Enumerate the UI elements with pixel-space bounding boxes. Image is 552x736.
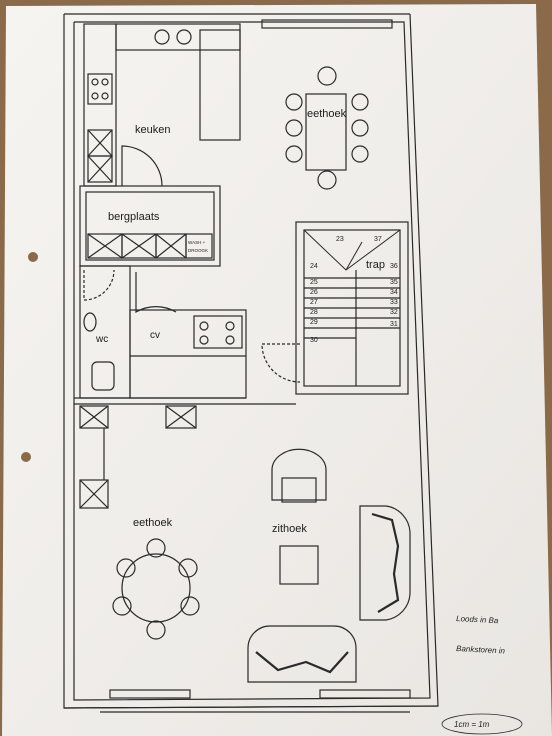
- scale-note: 1cm = 1m: [454, 720, 490, 729]
- window-top: [261, 19, 393, 29]
- room-label-keuken: keuken: [135, 124, 170, 136]
- chair: [285, 93, 303, 111]
- door-swing: [121, 145, 163, 187]
- kitchen-tall-unit: [199, 29, 241, 141]
- sofa-right: [359, 505, 411, 621]
- chair: [146, 538, 166, 558]
- stair-number: 29: [310, 319, 318, 326]
- room-label-trap: trap: [366, 259, 385, 271]
- door-swing: [83, 269, 115, 301]
- chair: [351, 145, 369, 163]
- window-bottom: [319, 689, 411, 699]
- stair-number: 32: [390, 309, 398, 316]
- stair-enclosure: [295, 221, 409, 395]
- chair: [178, 558, 198, 578]
- stair-number: 36: [390, 263, 398, 270]
- room-label-cv: cv: [150, 330, 160, 341]
- stair-number: 23: [336, 236, 344, 243]
- scale-note-circle: [441, 713, 523, 735]
- stair-number: 25: [310, 279, 318, 286]
- storage-room-inner: [85, 191, 215, 261]
- dining-table-top: [305, 93, 347, 171]
- chair: [351, 93, 369, 111]
- washbasin: [83, 312, 97, 332]
- paper-sheet: [2, 4, 552, 736]
- cabinet: [87, 155, 113, 183]
- punch-hole: [21, 452, 31, 462]
- stair-number: 30: [310, 337, 318, 344]
- room-label-zithoek: zithoek: [272, 523, 307, 535]
- sink-icon: [176, 29, 192, 45]
- margin-note: Loods in Ba: [456, 614, 499, 625]
- margin-note: Bankstoren in: [456, 644, 506, 656]
- chair: [112, 596, 132, 616]
- punch-hole: [28, 252, 38, 262]
- wall-bottom: [63, 705, 439, 709]
- toilet: [91, 361, 115, 391]
- stair-number: 35: [390, 279, 398, 286]
- chair: [285, 145, 303, 163]
- chair: [116, 558, 136, 578]
- stove-icon: [87, 73, 113, 105]
- washer-dryer-label: WASH +: [188, 240, 206, 245]
- chair: [146, 620, 166, 640]
- dining-table-round: [121, 553, 191, 623]
- stair-number: 33: [390, 299, 398, 306]
- stair-number: 26: [310, 289, 318, 296]
- outer-wall-inner: [73, 21, 431, 701]
- stair-number: 27: [310, 299, 318, 306]
- sofa-bottom: [247, 625, 357, 683]
- room-label-wc: wc: [95, 334, 108, 345]
- armchair: [271, 448, 327, 501]
- door-swing: [135, 272, 177, 314]
- door-swing: [261, 343, 301, 383]
- room-label-eethoek-bottom: eethoek: [133, 517, 173, 529]
- washer-dryer: [185, 233, 213, 259]
- chair: [351, 119, 369, 137]
- storage-room: [79, 185, 221, 267]
- window-bottom: [109, 689, 191, 699]
- stair-number: 37: [374, 236, 382, 243]
- chair: [317, 66, 337, 86]
- stair-number: 31: [390, 321, 398, 328]
- sink-icon: [154, 29, 170, 45]
- stair-number: 34: [390, 289, 398, 296]
- boiler: [193, 315, 243, 349]
- stair-number: 28: [310, 309, 318, 316]
- coffee-table: [279, 545, 319, 585]
- chair: [285, 119, 303, 137]
- room-label-bergplaats: bergplaats: [108, 211, 160, 223]
- chair: [180, 596, 200, 616]
- room-label-eethoek-top: eethoek: [307, 108, 347, 120]
- stair-number: 24: [310, 263, 318, 270]
- chair: [317, 170, 337, 190]
- washer-dryer-label: DROOGK: [188, 248, 208, 253]
